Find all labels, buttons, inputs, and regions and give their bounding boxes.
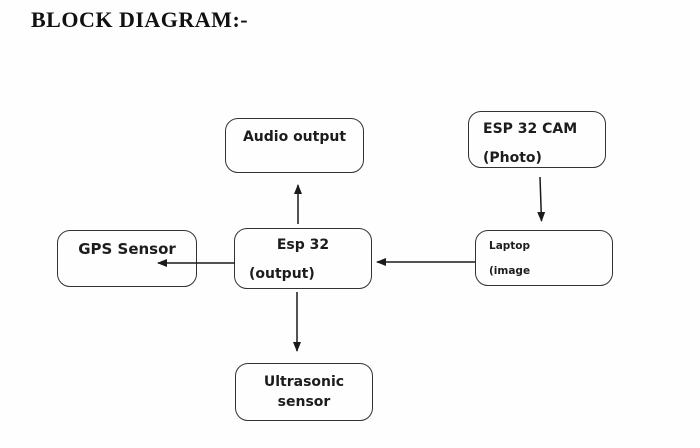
block-esp32-output-label: Esp 32 [276, 237, 330, 253]
block-esp32-cam-label: ESP 32 CAM [483, 121, 578, 137]
block-laptop-sublabel: (image [489, 265, 531, 277]
block-ultrasonic-sensor: Ultrasonic sensor [235, 363, 373, 421]
block-esp32-output: Esp 32 (output) [234, 228, 372, 289]
block-ultrasonic-sensor-sublabel: sensor [277, 394, 331, 410]
arrow-esp32cam-to-laptop [537, 176, 546, 222]
block-audio-output-label: Audio output [242, 129, 347, 145]
block-gps-sensor: GPS Sensor [57, 230, 197, 287]
block-ultrasonic-sensor-label: Ultrasonic [263, 374, 345, 390]
block-audio-output: Audio output [225, 118, 364, 173]
block-esp32-cam: ESP 32 CAM (Photo) [468, 111, 606, 168]
block-laptop: Laptop (image [475, 230, 613, 286]
block-esp32-cam-sublabel: (Photo) [483, 150, 542, 166]
block-gps-sensor-label: GPS Sensor [78, 240, 176, 258]
page-title: BLOCK DIAGRAM:- [31, 7, 249, 32]
block-laptop-label: Laptop [489, 240, 531, 252]
block-esp32-output-sublabel: (output) [249, 266, 315, 282]
